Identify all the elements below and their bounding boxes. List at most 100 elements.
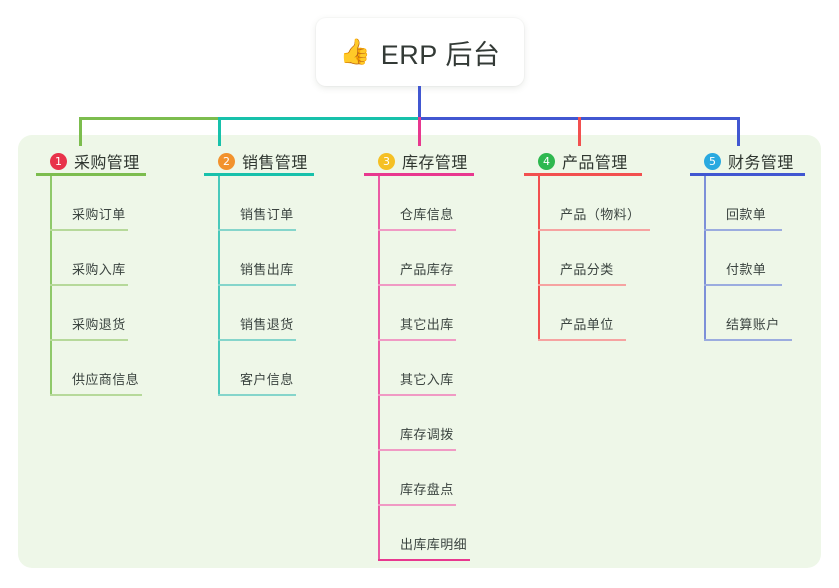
list-item[interactable]: 产品分类: [524, 231, 694, 286]
leaf-rule: [378, 504, 456, 506]
thumbs-up-icon: 👍: [339, 37, 371, 66]
branch-stem-4: [538, 176, 540, 341]
leaf-rule: [218, 394, 296, 396]
leaf-rule: [50, 284, 128, 286]
leaf-label: 采购订单: [72, 207, 126, 222]
branch-leaves-4: 产品（物料） 产品分类 产品单位: [524, 176, 694, 341]
list-item[interactable]: 采购退货: [36, 286, 186, 341]
branch-header-rule-4: [524, 173, 642, 176]
leaf-label: 出库库明细: [400, 537, 468, 552]
leaf-label: 供应商信息: [72, 372, 140, 387]
leaf-rule: [378, 559, 470, 561]
branch-header-rule-2: [204, 173, 314, 176]
root-node-label: ERP 后台: [380, 39, 501, 70]
leaf-rule: [538, 339, 626, 341]
list-item[interactable]: 产品（物料）: [524, 176, 694, 231]
branch-stub-1: [79, 117, 82, 146]
leaf-rule: [378, 284, 456, 286]
branch-column-3: 3 库存管理 仓库信息 产品库存 其它出库 其它入库 库存调拨: [364, 146, 519, 561]
leaf-label: 产品（物料）: [560, 207, 641, 222]
list-item[interactable]: 采购入库: [36, 231, 186, 286]
branch-title-5: 财务管理: [728, 155, 794, 172]
branch-stem-5: [704, 176, 706, 341]
branch-title-4: 产品管理: [562, 155, 628, 172]
branch-stub-4: [578, 117, 581, 146]
list-item[interactable]: 付款单: [690, 231, 830, 286]
branch-header-rule-1: [36, 173, 146, 176]
leaf-rule: [218, 229, 296, 231]
branch-title-3: 库存管理: [402, 155, 468, 172]
leaf-rule: [50, 339, 128, 341]
leaf-label: 产品单位: [560, 317, 614, 332]
branch-leaves-2: 销售订单 销售出库 销售退货 客户信息: [204, 176, 354, 396]
list-item[interactable]: 其它入库: [364, 341, 519, 396]
leaf-rule: [704, 229, 782, 231]
branch-badge-3: 3: [378, 152, 395, 170]
branch-stem-3: [378, 176, 380, 561]
branch-column-4: 4 产品管理 产品（物料） 产品分类 产品单位: [524, 146, 694, 341]
list-item[interactable]: 仓库信息: [364, 176, 519, 231]
branch-stem-1: [50, 176, 52, 396]
list-item[interactable]: 回款单: [690, 176, 830, 231]
trunk-horizontal-green: [79, 117, 220, 120]
branch-column-2: 2 销售管理 销售订单 销售出库 销售退货 客户信息: [204, 146, 354, 396]
list-item[interactable]: 结算账户: [690, 286, 830, 341]
leaf-label: 客户信息: [240, 372, 294, 387]
branch-header-rule-3: [364, 173, 474, 176]
branch-header-2[interactable]: 2 销售管理: [204, 146, 354, 176]
branch-stem-2: [218, 176, 220, 396]
branch-badge-4: 4: [538, 152, 555, 170]
leaf-label: 其它入库: [400, 372, 454, 387]
branch-column-5: 5 财务管理 回款单 付款单 结算账户: [690, 146, 830, 341]
branch-title-2: 销售管理: [242, 155, 308, 172]
leaf-label: 付款单: [726, 262, 767, 277]
branch-stub-3: [418, 117, 421, 146]
leaf-label: 仓库信息: [400, 207, 454, 222]
leaf-rule: [704, 339, 792, 341]
leaf-label: 库存盘点: [400, 482, 454, 497]
branch-header-5[interactable]: 5 财务管理: [690, 146, 830, 176]
branch-header-3[interactable]: 3 库存管理: [364, 146, 519, 176]
leaf-rule: [538, 284, 626, 286]
list-item[interactable]: 销售退货: [204, 286, 354, 341]
list-item[interactable]: 产品库存: [364, 231, 519, 286]
branch-badge-1: 1: [50, 152, 67, 170]
branch-column-1: 1 采购管理 采购订单 采购入库 采购退货 供应商信息: [36, 146, 186, 396]
leaf-rule: [704, 284, 782, 286]
diagram-background-panel: [18, 135, 821, 568]
leaf-label: 其它出库: [400, 317, 454, 332]
root-node[interactable]: 👍 ERP 后台: [316, 18, 524, 86]
branch-leaves-3: 仓库信息 产品库存 其它出库 其它入库 库存调拨 库存盘点: [364, 176, 519, 561]
leaf-rule: [378, 394, 456, 396]
list-item[interactable]: 库存盘点: [364, 451, 519, 506]
leaf-rule: [218, 284, 296, 286]
leaf-rule: [218, 339, 296, 341]
leaf-label: 采购入库: [72, 262, 126, 277]
leaf-label: 销售出库: [240, 262, 294, 277]
branch-header-1[interactable]: 1 采购管理: [36, 146, 186, 176]
branch-badge-5: 5: [704, 152, 721, 170]
leaf-label: 结算账户: [726, 317, 780, 332]
trunk-horizontal-teal: [218, 117, 420, 120]
list-item[interactable]: 产品单位: [524, 286, 694, 341]
list-item[interactable]: 出库库明细: [364, 506, 519, 561]
leaf-rule: [538, 229, 650, 231]
branch-leaves-1: 采购订单 采购入库 采购退货 供应商信息: [36, 176, 186, 396]
list-item[interactable]: 供应商信息: [36, 341, 186, 396]
list-item[interactable]: 销售出库: [204, 231, 354, 286]
leaf-rule: [50, 394, 142, 396]
list-item[interactable]: 客户信息: [204, 341, 354, 396]
leaf-label: 采购退货: [72, 317, 126, 332]
branch-header-4[interactable]: 4 产品管理: [524, 146, 694, 176]
leaf-rule: [378, 449, 456, 451]
branch-title-1: 采购管理: [74, 155, 140, 172]
list-item[interactable]: 库存调拨: [364, 396, 519, 451]
list-item[interactable]: 销售订单: [204, 176, 354, 231]
list-item[interactable]: 其它出库: [364, 286, 519, 341]
leaf-rule: [378, 229, 456, 231]
leaf-label: 回款单: [726, 207, 767, 222]
list-item[interactable]: 采购订单: [36, 176, 186, 231]
leaf-label: 销售退货: [240, 317, 294, 332]
leaf-rule: [378, 339, 456, 341]
